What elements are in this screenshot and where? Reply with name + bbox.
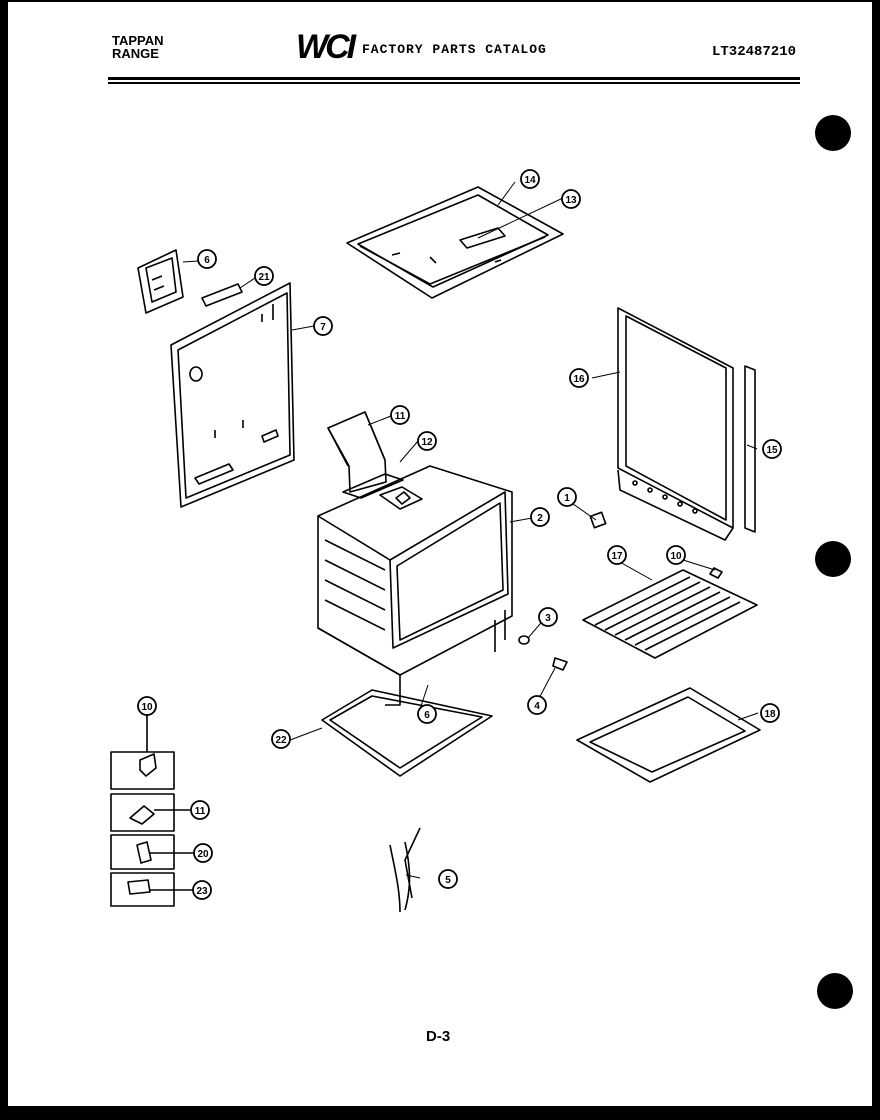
callout-c10a: 10 — [666, 545, 686, 565]
part-back-panel — [170, 282, 295, 508]
callout-circle — [192, 880, 212, 900]
page-number: D-3 — [426, 1028, 451, 1045]
callout-c1: 1 — [557, 487, 577, 507]
inset-parts — [110, 706, 194, 907]
callout-c6b: 6 — [417, 704, 437, 724]
callout-c14: 14 — [520, 169, 540, 189]
callout-c22: 22 — [271, 729, 291, 749]
callout-number: 7 — [320, 322, 326, 333]
callout-circle — [527, 695, 547, 715]
callout-c3: 3 — [538, 607, 558, 627]
callout-circle — [557, 487, 577, 507]
callout-number: 13 — [565, 195, 577, 206]
callout-number: 14 — [524, 175, 536, 186]
callout-number: 6 — [424, 710, 430, 721]
wci-logo: WCI — [296, 28, 356, 66]
brand-line-2: RANGE — [112, 46, 159, 61]
callout-circle — [760, 703, 780, 723]
callout-c4: 4 — [527, 695, 547, 715]
part-flue-duct — [327, 411, 387, 493]
callout-circle — [666, 545, 686, 565]
callout-number: 3 — [545, 613, 551, 624]
callout-c15: 15 — [762, 439, 782, 459]
callout-circle — [417, 704, 437, 724]
callout-c21: 21 — [254, 266, 274, 286]
callout-circle — [271, 729, 291, 749]
callout-number: 12 — [421, 437, 433, 448]
callout-circle — [438, 869, 458, 889]
brand-line-1: TAPPAN — [112, 33, 164, 48]
callout-number: 15 — [766, 445, 778, 456]
part-top-burner-box — [346, 186, 564, 299]
header-rule — [108, 77, 800, 80]
model-number: LT32487210 — [712, 44, 797, 60]
callout-circle — [193, 843, 213, 863]
callout-circle — [313, 316, 333, 336]
part-bracket — [137, 249, 184, 314]
callout-number: 18 — [764, 709, 776, 720]
part-small-fittings — [518, 511, 723, 671]
callout-number: 20 — [197, 849, 209, 860]
callout-c17: 17 — [607, 545, 627, 565]
callout-circle — [417, 431, 437, 451]
callout-c11b: 11 — [190, 800, 210, 820]
callout-c18: 18 — [760, 703, 780, 723]
header-rule-thin — [108, 82, 800, 84]
callout-c5: 5 — [438, 869, 458, 889]
callout-circle — [254, 266, 274, 286]
callout-c23: 23 — [192, 880, 212, 900]
callout-number: 1 — [564, 493, 570, 504]
callout-c20: 20 — [193, 843, 213, 863]
catalog-title: FACTORY PARTS CATALOG — [362, 42, 547, 57]
callout-c13: 13 — [561, 189, 581, 209]
callout-number: 2 — [537, 513, 543, 524]
callout-circle — [762, 439, 782, 459]
callout-number: 11 — [395, 411, 406, 422]
callout-number: 16 — [573, 374, 585, 385]
callout-number: 4 — [534, 701, 540, 712]
callout-number: 6 — [204, 255, 210, 266]
binder-hole-middle — [815, 541, 851, 577]
part-burner — [342, 473, 423, 510]
callout-circle — [607, 545, 627, 565]
part-oven-body — [317, 465, 513, 706]
callout-number: 22 — [275, 735, 287, 746]
callout-c10b: 10 — [137, 696, 157, 716]
callout-circle — [569, 368, 589, 388]
part-rack-support — [389, 827, 421, 913]
callout-number: 21 — [258, 272, 270, 283]
part-door-trim — [744, 365, 756, 533]
brand-label: TAPPAN RANGE — [112, 34, 164, 60]
callout-number: 10 — [670, 551, 682, 562]
callout-circle — [520, 169, 540, 189]
callout-circle — [530, 507, 550, 527]
part-oven-bottom — [321, 689, 493, 777]
callout-c6a: 6 — [197, 249, 217, 269]
binder-hole-bottom — [817, 973, 853, 1009]
callout-circle — [538, 607, 558, 627]
callout-c11a: 11 — [390, 405, 410, 425]
part-oven-rack — [582, 569, 758, 659]
callout-number: 5 — [445, 875, 451, 886]
part-broiler-pan — [576, 687, 761, 783]
part-oven-door — [617, 307, 734, 541]
part-insulator — [201, 283, 243, 307]
callout-circle — [137, 696, 157, 716]
callout-circle — [197, 249, 217, 269]
callout-number: 17 — [611, 551, 623, 562]
callout-number: 11 — [195, 806, 206, 817]
callout-c2: 2 — [530, 507, 550, 527]
callout-circle — [561, 189, 581, 209]
callout-circle — [390, 405, 410, 425]
callout-c7: 7 — [313, 316, 333, 336]
catalog-sheet — [8, 2, 872, 1106]
callout-number: 10 — [141, 702, 153, 713]
binder-hole-top — [815, 115, 851, 151]
callout-number: 23 — [196, 886, 208, 897]
callout-c16: 16 — [569, 368, 589, 388]
callout-circle — [190, 800, 210, 820]
callout-c12: 12 — [417, 431, 437, 451]
